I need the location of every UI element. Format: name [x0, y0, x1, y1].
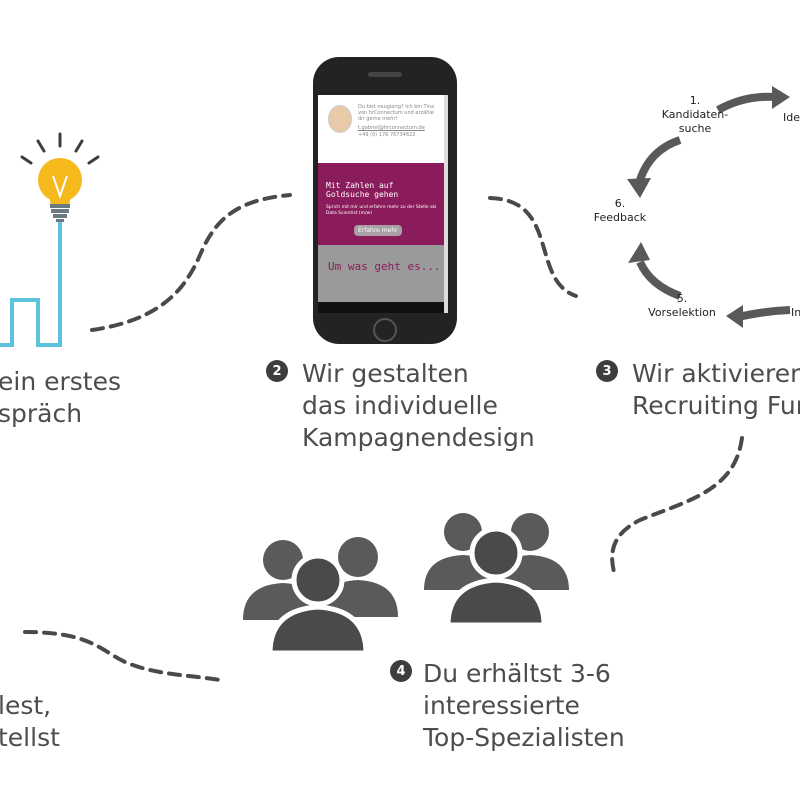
step2-line1: Wir gestalten — [302, 359, 469, 388]
cycle-item-2: Ide — [783, 111, 800, 124]
people-group-icon — [243, 513, 569, 656]
step2-line3: Kampagnendesign — [302, 423, 535, 452]
contact-avatar — [328, 105, 352, 133]
hero-headline: Mit Zahlen auf Goldsuche gehen — [326, 181, 399, 199]
cycle-item-1-number: 1. — [689, 94, 701, 107]
bulb-rays — [20, 132, 100, 165]
phone-screen: Du bist neugierig? Ich bin Tina von hrCo… — [318, 95, 448, 313]
scrollbar[interactable] — [444, 95, 448, 313]
cycle-item-5-number: 5. — [676, 292, 688, 305]
learn-more-button[interactable]: Erfahre mehr — [354, 225, 402, 236]
cycle-item-5-label: Vorselektion — [648, 306, 716, 319]
footer-bar — [318, 302, 448, 313]
person-icon — [267, 553, 369, 656]
step5-line1: lest, — [0, 691, 52, 720]
section-title: Um was geht es... — [328, 260, 441, 273]
hero-banner: Mit Zahlen auf Goldsuche gehen Sprich mi… — [318, 163, 448, 245]
step5-line2: tellst — [0, 723, 60, 752]
step2-number-badge: 2 — [266, 360, 288, 382]
cycle-item-6-label: Feedback — [593, 211, 647, 224]
step3-text: Wir aktivieren Recruiting Fun — [632, 358, 800, 422]
contact-text: Du bist neugierig? Ich bin Tina von hrCo… — [358, 104, 435, 122]
cycle-item-1: 1. Kandidaten- suche — [655, 94, 735, 136]
contact-phone: +49 (0) 176 76734622 — [358, 132, 416, 138]
dashed-connectors — [23, 193, 744, 682]
step4-line2: interessierte — [423, 691, 580, 720]
step4-number-badge: 4 — [390, 660, 412, 682]
step2-text: Wir gestalten das individuelle Kampagnen… — [302, 358, 535, 454]
cycle-item-6-number: 6. — [614, 197, 626, 210]
contact-email[interactable]: t.gabriel@hrconnectum.de — [358, 125, 425, 131]
step3-line1: Wir aktivieren — [632, 359, 800, 388]
cycle-item-1-line1: Kandidaten- — [661, 108, 729, 121]
hero-subtext: Sprich mit mir und erfahre mehr zu der S… — [326, 205, 437, 216]
step4-line1: Du erhältst 3-6 — [423, 659, 611, 688]
person-icon — [445, 526, 547, 628]
lightbulb-icon — [38, 158, 82, 222]
cycle-item-4: In — [791, 306, 800, 319]
step4-line3: Top-Spezialisten — [423, 723, 625, 752]
phone-speaker — [368, 72, 402, 77]
cycle-item-6: 6. Feedback — [585, 197, 655, 225]
step2-line2: das individuelle — [302, 391, 498, 420]
step3-line2: Recruiting Fun — [632, 391, 800, 420]
step1-text: ein erstes spräch — [0, 366, 121, 430]
step4-text: Du erhältst 3-6 interessierte Top-Spezia… — [423, 658, 625, 754]
cycle-arrowheads — [627, 86, 790, 328]
content-section: Um was geht es... — [318, 245, 448, 305]
phone-home-button — [373, 318, 397, 342]
bulb-wire — [0, 222, 62, 347]
step1-line1: ein erstes — [0, 367, 122, 396]
cycle-item-5: 5. Vorselektion — [642, 292, 722, 320]
step5-text: lest, tellst — [0, 690, 60, 754]
step1-line2: spräch — [0, 399, 83, 428]
step3-number-badge: 3 — [596, 360, 618, 382]
cycle-item-1-line2: suche — [678, 122, 712, 135]
